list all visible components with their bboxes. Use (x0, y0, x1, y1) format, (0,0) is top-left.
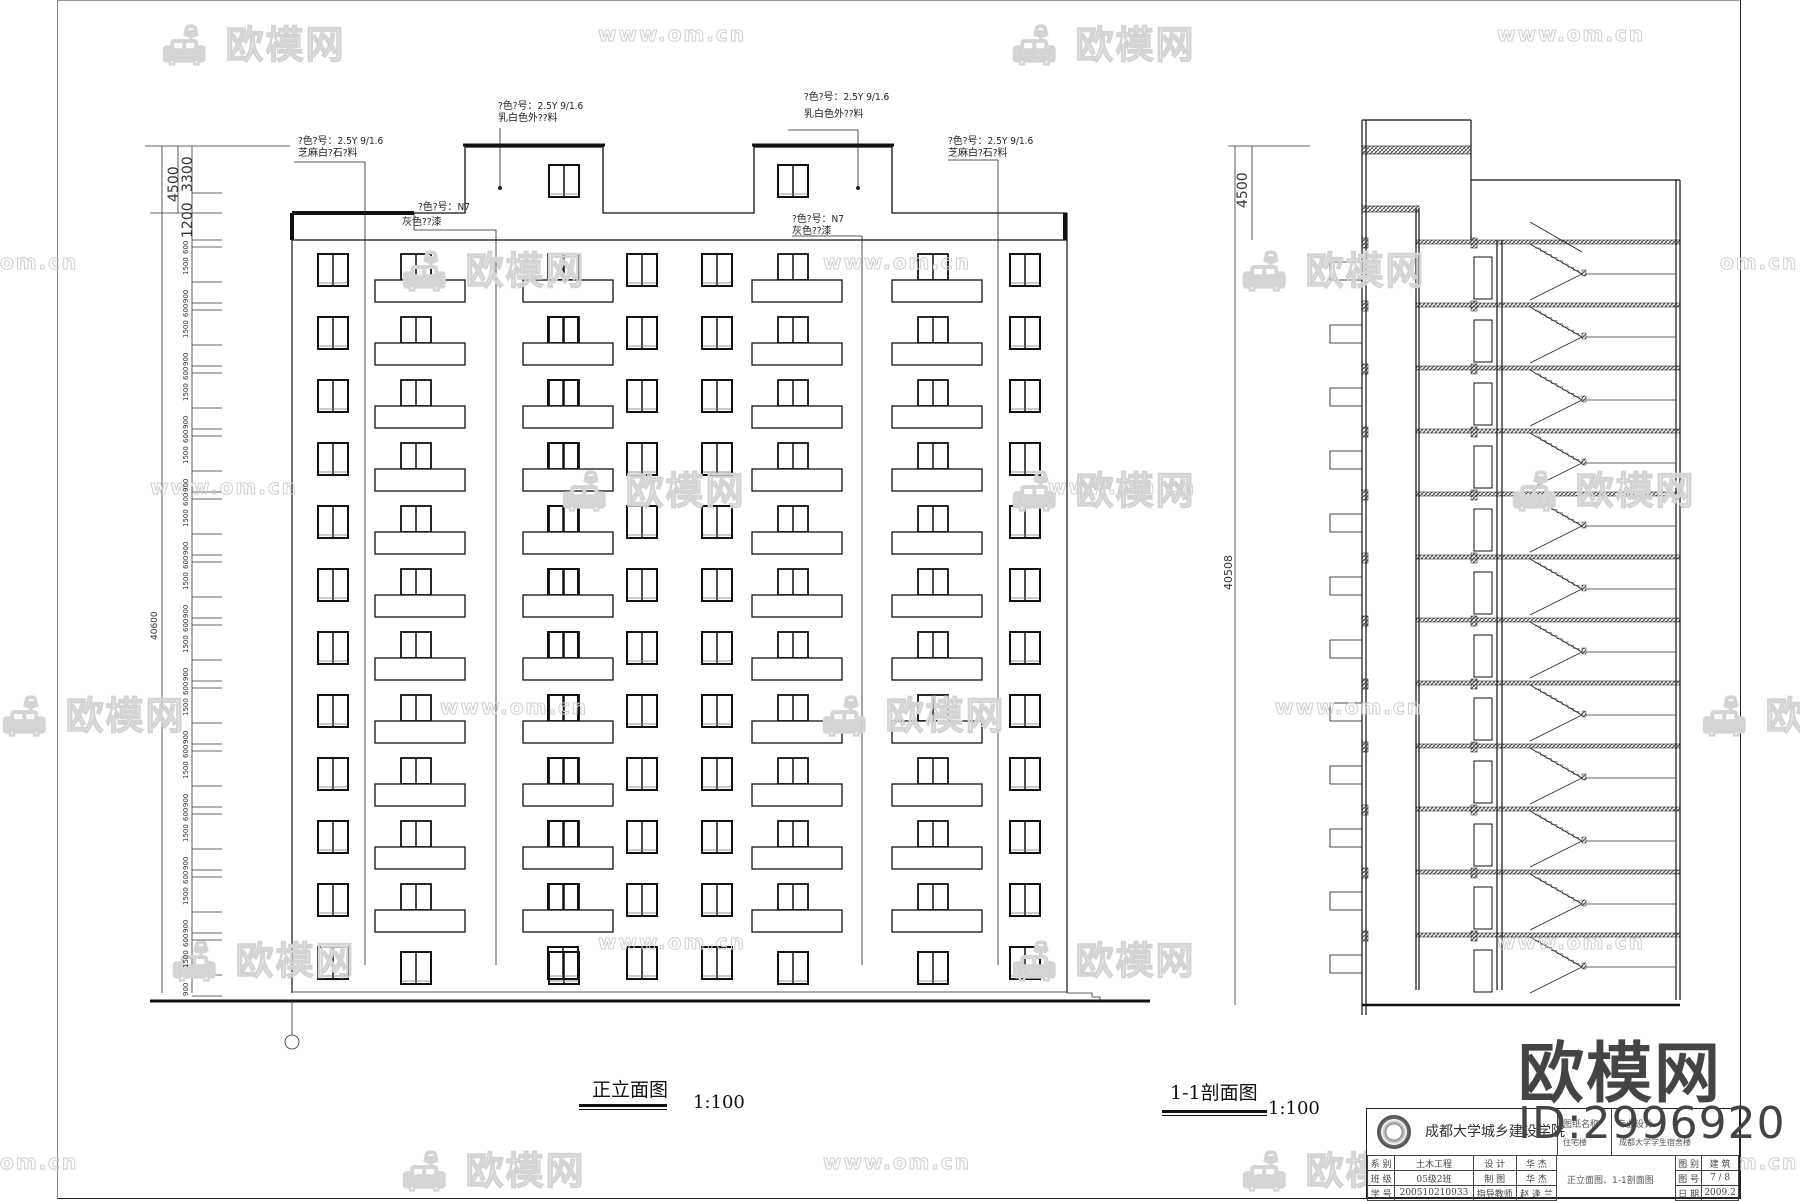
elevation-title-underline-thin (579, 1109, 667, 1110)
annotation-parapet-left: ?色?号：N7 灰色??漆 (402, 202, 471, 228)
watermark-logo: 🛋 欧模网 (169, 938, 356, 983)
watermark-logo: 🛋 欧模网 (1009, 468, 1196, 513)
university-seal-icon (1377, 1115, 1411, 1149)
annotation-roof-left: ?色?号：2.5Y 9/1.6 乳白色外??料 (498, 101, 584, 124)
dim-floor-segment: 600 (182, 555, 190, 569)
watermark-logo: 🛋 欧模网 (819, 693, 1006, 738)
dim-floor-segment: 600 (182, 429, 190, 443)
dim-floor-segment: 1500 (182, 760, 190, 779)
dim-floor-segment: 600 (182, 681, 190, 695)
dim-floor-segment: 1500 (182, 256, 190, 275)
dim-floor-segment: 600 (182, 870, 190, 884)
dim-floor-segment: 1500 (182, 823, 190, 842)
dim-roof-3300: 3300 (180, 156, 196, 192)
dim-floor-segment: 1500 (182, 949, 190, 968)
watermark-big-logo: 欧模网 (1518, 1035, 1722, 1112)
watermark-logo: 🛋 欧模网 (1009, 938, 1196, 983)
project-name-value: 专业设计 (1617, 1120, 1654, 1130)
dim-floor-segment: 900 (182, 289, 190, 303)
watermark-logo: 🛋 欧模网 (159, 22, 346, 67)
dim-floor-segment: 600 (182, 366, 190, 380)
watermark-url: www.om.cn (149, 475, 299, 500)
drawing-title: 正立面图、1-1剖面图 (1567, 1176, 1654, 1186)
watermark-url-short: om.cn (0, 250, 79, 275)
dim-floor-segment: 900 (182, 352, 190, 366)
watermark-url: www.om.cn (1496, 22, 1646, 47)
dim-total-elevation: 40600 (150, 611, 160, 640)
watermark-url: www.om.cn (597, 930, 747, 955)
elevation-title-underline (579, 1104, 667, 1107)
watermark-url-short: om.cn (0, 1150, 79, 1175)
section-1-1 (1228, 119, 1681, 1015)
watermark-url: www.om.cn (597, 22, 747, 47)
dim-section-4500: 4500 (1235, 172, 1251, 208)
elevation-dimensions (145, 145, 290, 997)
project-sub-right: 成都大学学生宿舍楼 (1619, 1138, 1691, 1147)
front-elevation (150, 128, 1150, 1050)
dim-floor-segment: 1500 (182, 697, 190, 716)
watermark-logo: 🛋 欧模网 (0, 693, 186, 738)
dim-floor-segment: 600 (182, 933, 190, 947)
dim-floor-segment: 900 (182, 415, 190, 429)
watermark-logo: 🛋 欧模网 (1239, 248, 1426, 293)
watermark-logo: 🛋 欧模网 (1009, 22, 1196, 67)
watermark-logo: 🛋 欧模网 (399, 1148, 586, 1193)
watermark-logo: 🛋 欧模网 (399, 248, 586, 293)
dim-floor-segment: 1500 (182, 886, 190, 905)
drawing-frame (57, 0, 1741, 1199)
dim-floor-segment: 600 (182, 492, 190, 506)
watermark-url-short: om.cn (1719, 250, 1799, 275)
dim-floor-segment: 1500 (182, 634, 190, 653)
dim-floor-segment: 1500 (182, 319, 190, 338)
watermark-logo: 🛋 欧模网 (559, 468, 746, 513)
elevation-scale: 1:100 (693, 1092, 745, 1113)
elevation-title: 正立面图 (592, 1079, 669, 1101)
watermark-url: www.om.cn (822, 1150, 972, 1175)
watermark-logo: 🛋 欧模网 (1509, 468, 1696, 513)
watermark-url: www.om.cn (822, 250, 972, 275)
dim-floor-segment: 1500 (182, 382, 190, 401)
dim-floor-segment: 900 (182, 667, 190, 681)
dim-floor-segment: 600 (182, 744, 190, 758)
dim-floor-segment: 600 (182, 807, 190, 821)
watermark-url: www.om.cn (1274, 695, 1424, 720)
watermark-logo: 🛋 欧模网 (1699, 693, 1800, 738)
watermark-id: ID:2996920 (1518, 1098, 1786, 1149)
watermark-url: www.om.cn (1047, 475, 1197, 500)
dim-floor-segment: 600 (182, 303, 190, 317)
section-title-underline-thin (1162, 1115, 1267, 1116)
annotation-roof-right: ?色?号：2.5Y 9/1.6 乳白色外??料 (804, 92, 890, 120)
annotation-parapet-right: ?色?号：N7 灰色??漆 (792, 214, 845, 237)
annotation-left-wall: ?色?号：2.5Y 9/1.6 芝麻白?石?料 (298, 136, 384, 159)
annotation-right-wall: ?色?号：2.5Y 9/1.6 芝麻白?石?料 (948, 136, 1034, 159)
section-title: 1-1剖面图 (1170, 1082, 1258, 1104)
institution-name: 成都大学城乡建设学院 (1425, 1124, 1565, 1140)
dim-floor-segment: 900 (182, 478, 190, 492)
dim-floor-segment: 900 (182, 541, 190, 555)
dim-floor-segment: 900 (182, 982, 190, 996)
project-sub-left: 住宅楼 (1563, 1138, 1587, 1147)
dim-floor-segment: 900 (182, 793, 190, 807)
project-name-label: 图纸名称 (1563, 1120, 1600, 1130)
dim-floor-segment: 1500 (182, 508, 190, 527)
watermark-url: www.om.cn (439, 695, 589, 720)
dim-floor-segment: 1500 (182, 445, 190, 464)
dim-floor-segment: 600 (182, 240, 190, 254)
section-scale: 1:100 (1268, 1098, 1320, 1119)
title-block: 成都大学城乡建设学院 图纸名称 专业设计 住宅楼 成都大学学生宿舍楼 系 别土木… (1366, 1108, 1740, 1201)
dim-floor-segment: 900 (182, 856, 190, 870)
dim-floor-segment: 900 (182, 604, 190, 618)
dim-floor-segment: 900 (182, 919, 190, 933)
dim-floor-segment: 600 (182, 618, 190, 632)
dim-roof-1200: 1200 (180, 202, 196, 238)
dim-floor-segment: 1500 (182, 571, 190, 590)
dim-floor-segment: 900 (182, 730, 190, 744)
watermark-url: www.om.cn (1496, 930, 1646, 955)
section-title-underline (1162, 1110, 1267, 1113)
dim-total-section: 40508 (1222, 555, 1235, 590)
